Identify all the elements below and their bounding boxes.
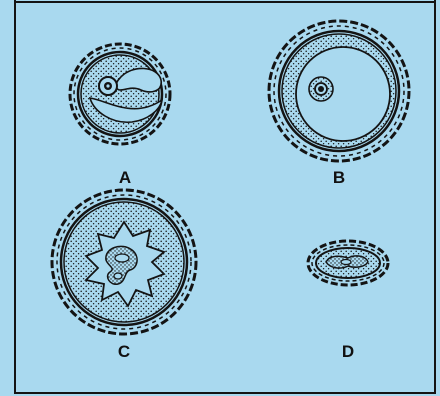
label-b: B [324, 168, 354, 188]
label-c: C [109, 342, 139, 362]
section-d-drawing [308, 241, 388, 285]
section-c-drawing [52, 190, 196, 334]
section-b-drawing [269, 21, 409, 161]
section-a-drawing [70, 44, 170, 144]
label-d: D [333, 342, 363, 362]
label-a: A [110, 168, 140, 188]
